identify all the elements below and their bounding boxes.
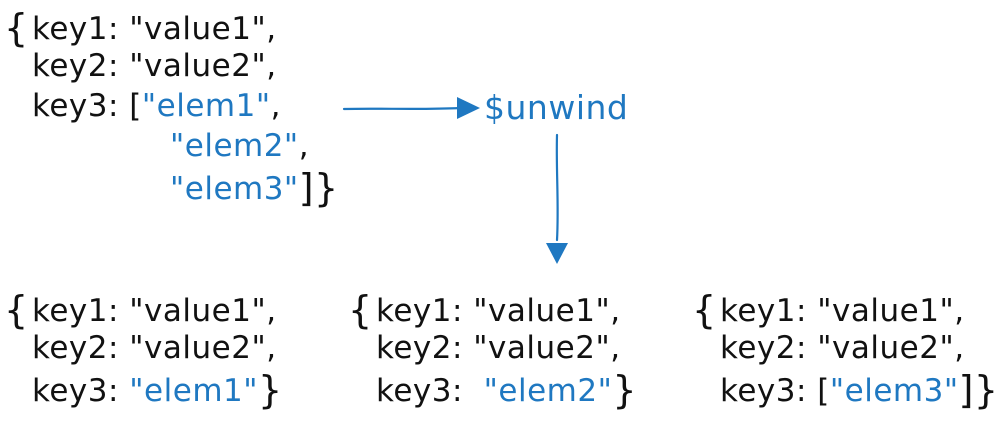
result2-line-1: {key1: "value1", (348, 288, 637, 332)
close-brace: } (612, 368, 638, 412)
value2: "value2", (473, 330, 621, 366)
value2: "value2", (129, 48, 277, 84)
key1-label: key1: (376, 293, 463, 329)
value2: "value2", (129, 330, 277, 366)
source-line-2: key2: "value2", (4, 46, 339, 86)
unwound-elem: "elem2" (483, 373, 613, 409)
open-brace: { (4, 288, 29, 332)
result-document-3: {key1: "value1", key2: "value2", key3: [… (692, 288, 999, 412)
result3-line-3: key3: ["elem3"]} (692, 368, 999, 412)
value2: "value2", (817, 330, 965, 366)
result3-line-2: key2: "value2", (692, 328, 999, 368)
result2-line-2: key2: "value2", (348, 328, 637, 368)
source-document: {key1: "value1", key2: "value2", key3: [… (4, 6, 339, 210)
key2-label: key2: (32, 48, 119, 84)
unwind-operator-label: $unwind (484, 88, 629, 127)
source-line-4: "elem2", (4, 126, 339, 166)
key3-label: key3: (376, 373, 463, 409)
key1-label: key1: (32, 11, 119, 47)
key3-label: key3: (32, 373, 119, 409)
close-bracket-brace: ]} (958, 368, 999, 412)
key2-label: key2: (32, 330, 119, 366)
key1-label: key1: (32, 293, 119, 329)
unwound-elem: "elem1" (129, 373, 258, 409)
key3-label: key3: (720, 373, 807, 409)
open-brace: { (348, 288, 373, 332)
result-document-2: {key1: "value1", key2: "value2", key3: "… (348, 288, 638, 412)
result1-line-1: {key1: "value1", (4, 288, 283, 332)
open-bracket: [ (817, 373, 830, 409)
value1: "value1", (817, 293, 965, 329)
key2-label: key2: (376, 330, 463, 366)
close-bracket-brace: ]} (298, 166, 339, 210)
right-arrow (342, 97, 480, 119)
array-elem3: "elem3" (170, 171, 299, 207)
value1: "value1", (129, 11, 277, 47)
value1: "value1", (473, 293, 621, 329)
array-elem2: "elem2" (170, 128, 299, 164)
source-line-5: "elem3"]} (4, 166, 339, 210)
key3-label: key3: (32, 88, 119, 124)
result1-line-2: key2: "value2", (4, 328, 283, 368)
result2-line-3: key3: "elem2"} (348, 368, 638, 412)
result1-line-3: key3: "elem1"} (4, 368, 283, 412)
open-bracket: [ (129, 88, 142, 124)
array-elem1: "elem1" (141, 88, 271, 124)
key1-label: key1: (720, 293, 807, 329)
unwound-elem: "elem3" (829, 373, 959, 409)
value1: "value1", (129, 293, 277, 329)
close-brace: } (258, 368, 283, 412)
result3-line-1: {key1: "value1", (692, 288, 999, 332)
down-arrow (546, 133, 568, 264)
open-brace: { (692, 288, 717, 332)
result-document-1: {key1: "value1", key2: "value2", key3: "… (4, 288, 283, 412)
key2-label: key2: (720, 330, 807, 366)
source-line-1: {key1: "value1", (4, 6, 339, 50)
source-line-3: key3: ["elem1", (4, 86, 339, 126)
open-brace: { (4, 6, 29, 50)
comma-2: , (298, 128, 310, 164)
comma-1: , (270, 88, 281, 124)
